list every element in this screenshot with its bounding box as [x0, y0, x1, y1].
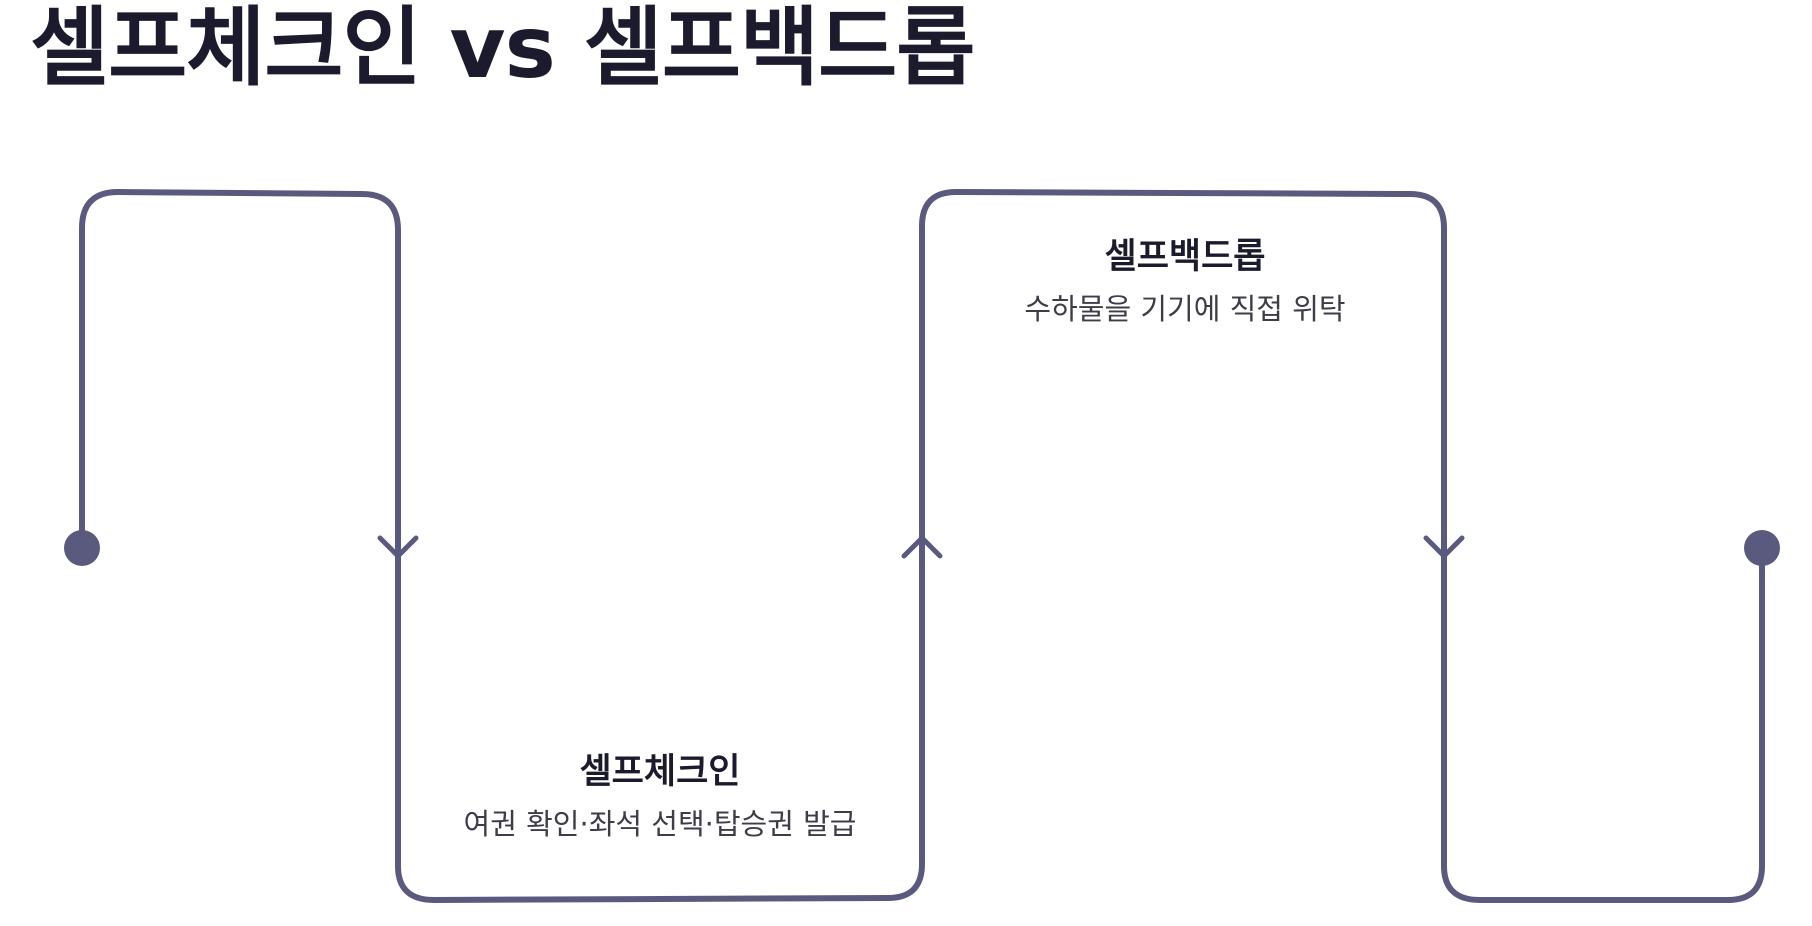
step-description: 수하물을 기기에 직접 위탁	[1024, 292, 1346, 326]
step-description: 여권 확인·좌석 선택·탑승권 발급	[463, 807, 857, 841]
arrow-up-icon	[901, 535, 943, 559]
step-title: 셀프백드롭	[1104, 237, 1266, 277]
end-node-icon	[1744, 530, 1780, 566]
page-title: 셀프체크인 vs 셀프백드롭	[30, 0, 975, 98]
start-node-icon	[64, 530, 100, 566]
step-title: 셀프체크인	[579, 752, 741, 792]
step-self-checkin: 셀프체크인 여권 확인·좌석 선택·탑승권 발급	[464, 750, 857, 844]
flow-path	[79, 189, 1765, 903]
step-self-bag-drop: 셀프백드롭 수하물을 기기에 직접 위탁	[1024, 235, 1345, 329]
arrow-down-icon	[1423, 535, 1465, 559]
arrow-down-icon	[377, 535, 419, 559]
